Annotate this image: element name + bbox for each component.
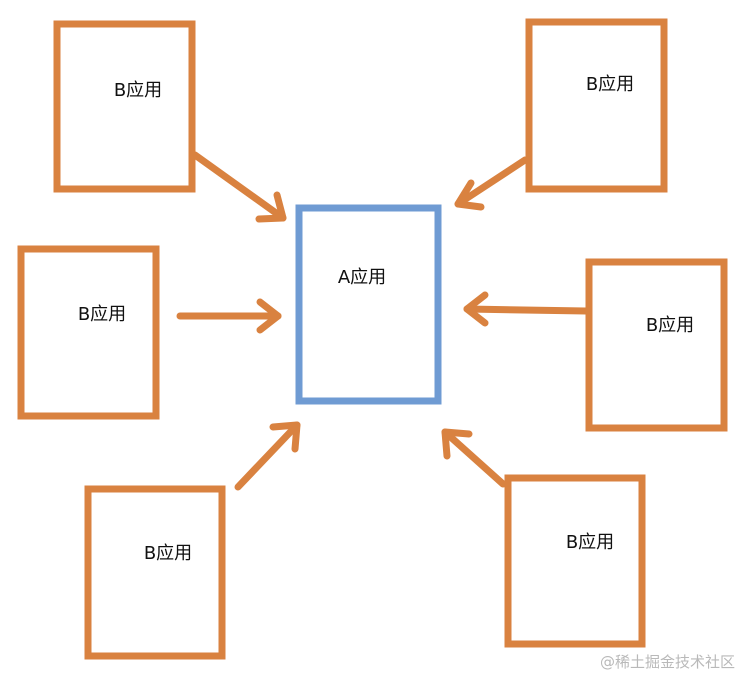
arrow-b4-to-a (454, 156, 529, 211)
b-node-label: B应用 (144, 543, 192, 564)
b-node-6: B应用 (504, 474, 646, 648)
a-node-box (295, 204, 442, 405)
b-node-label: B应用 (78, 304, 126, 325)
b-node-box (525, 18, 668, 193)
arrow-b6-to-a (441, 428, 507, 488)
b-node-box (585, 258, 728, 432)
b-node-box (53, 20, 196, 193)
arrow-b1-to-a (191, 151, 287, 223)
b-node-label: B应用 (586, 74, 634, 95)
watermark-text: @稀土掘金技术社区 (600, 653, 735, 671)
b-node-2: B应用 (17, 245, 160, 420)
arrow-b2-to-a (176, 298, 282, 334)
a-node: A应用 (295, 204, 442, 405)
b-node-5: B应用 (585, 258, 728, 432)
b-node-label: B应用 (566, 532, 614, 553)
b-node-label: B应用 (114, 80, 162, 101)
arrow-b5-to-a (463, 291, 590, 327)
arrow-b3-to-a (234, 421, 301, 491)
b-node-3: B应用 (84, 485, 226, 660)
b-node-1: B应用 (53, 20, 196, 193)
b-node-label: B应用 (646, 315, 694, 336)
arrows (176, 151, 590, 491)
b-node-box (17, 245, 160, 420)
b-node-box (84, 485, 226, 660)
b-node-4: B应用 (525, 18, 668, 193)
a-node-label: A应用 (338, 267, 386, 288)
b-node-box (504, 474, 646, 648)
